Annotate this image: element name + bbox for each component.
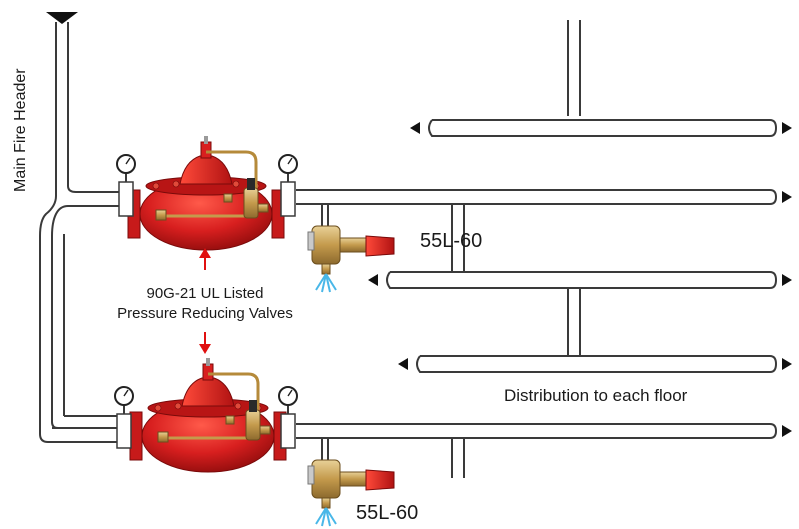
pressure-gauge-upper-left (116, 154, 136, 217)
distribution-label: Distribution to each floor (504, 386, 688, 405)
relief-valve-label-lower: 55L-60 (356, 502, 419, 524)
pressure-gauge-upper-right (278, 154, 298, 217)
pressure-gauge-lower-left (114, 386, 134, 449)
distribution-pipes (296, 20, 778, 478)
valve-label-line1: 90G-21 UL Listed (146, 285, 264, 302)
pressure-reducing-valve-upper (126, 134, 286, 252)
pressure-gauge-lower-right (278, 386, 298, 449)
main-header-pipe (39, 22, 120, 443)
main-fire-header-label: Main Fire Header (12, 68, 29, 192)
relief-valve-label-upper: 55L-60 (420, 230, 483, 252)
valve-callout-arrows (199, 248, 211, 354)
valve-label-line2: Pressure Reducing Valves (117, 305, 293, 322)
pressure-reducing-valve-lower (128, 356, 288, 474)
relief-valve-upper (307, 203, 395, 293)
header-flow-arrow (46, 12, 78, 24)
